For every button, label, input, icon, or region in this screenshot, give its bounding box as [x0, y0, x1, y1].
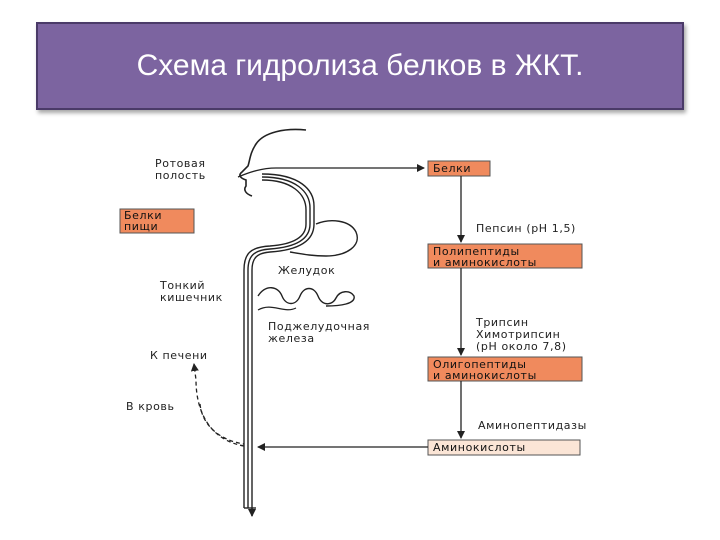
oligopeptides-label-line2: и аминокислоты [433, 369, 537, 382]
proteins-box [427, 160, 491, 177]
oligopeptides-box [427, 356, 583, 382]
proteins-box-label: Белки [433, 162, 471, 175]
pepsin-label: Пепсин (рН 1,5) [476, 222, 576, 235]
aminopeptidases-label: Аминопептидазы [478, 419, 587, 432]
food-proteins-label-line2: пищи [124, 220, 158, 233]
polypeptides-label-line1: Полипептиды [433, 245, 520, 258]
stomach-label: Желудок [278, 264, 335, 277]
digestive-tube-outer [243, 179, 307, 508]
mouth-label-line2: полость [155, 169, 206, 182]
trypsin-label: Трипсин [475, 316, 529, 329]
chymotrypsin-label: Химотрипсин [476, 328, 560, 341]
digestive-tube-middle [247, 176, 311, 508]
oligopeptides-label-line1: Олигопептиды [433, 358, 527, 371]
page-title: Схема гидролиза белков в ЖКТ. [136, 49, 584, 82]
food-proteins-label-line1: Белки [124, 209, 162, 222]
small-intestine-shape [257, 287, 355, 307]
to-liver-label: К печени [150, 349, 208, 362]
intestine-label-line2: кишечник [160, 291, 223, 304]
mouth-label-line1: Ротовая [155, 157, 206, 170]
amino-acids-box-label: Аминокислоты [433, 441, 526, 454]
polypeptides-label-line2: и аминокислоты [433, 256, 537, 269]
pancreas-shape [257, 306, 297, 311]
mouth-to-proteins-arrow [237, 164, 425, 178]
to-liver-arrow [190, 363, 245, 447]
digestive-tube-inner [251, 173, 315, 508]
food-proteins-box [119, 208, 195, 234]
title-banner: Схема гидролиза белков в ЖКТ. [36, 22, 684, 110]
stomach-shape [289, 220, 358, 257]
to-blood-label: В кровь [126, 400, 175, 413]
pancreas-label-line2: железа [268, 332, 315, 345]
intestine-label-line1: Тонкий [159, 279, 205, 292]
polypeptides-box [427, 243, 583, 269]
to-blood-arrow [199, 403, 245, 445]
pancreas-label-line1: Поджелудочная [268, 320, 370, 333]
chymotrypsin-ph-label: (рН около 7,8) [476, 340, 567, 353]
head-profile-outline [239, 128, 307, 197]
